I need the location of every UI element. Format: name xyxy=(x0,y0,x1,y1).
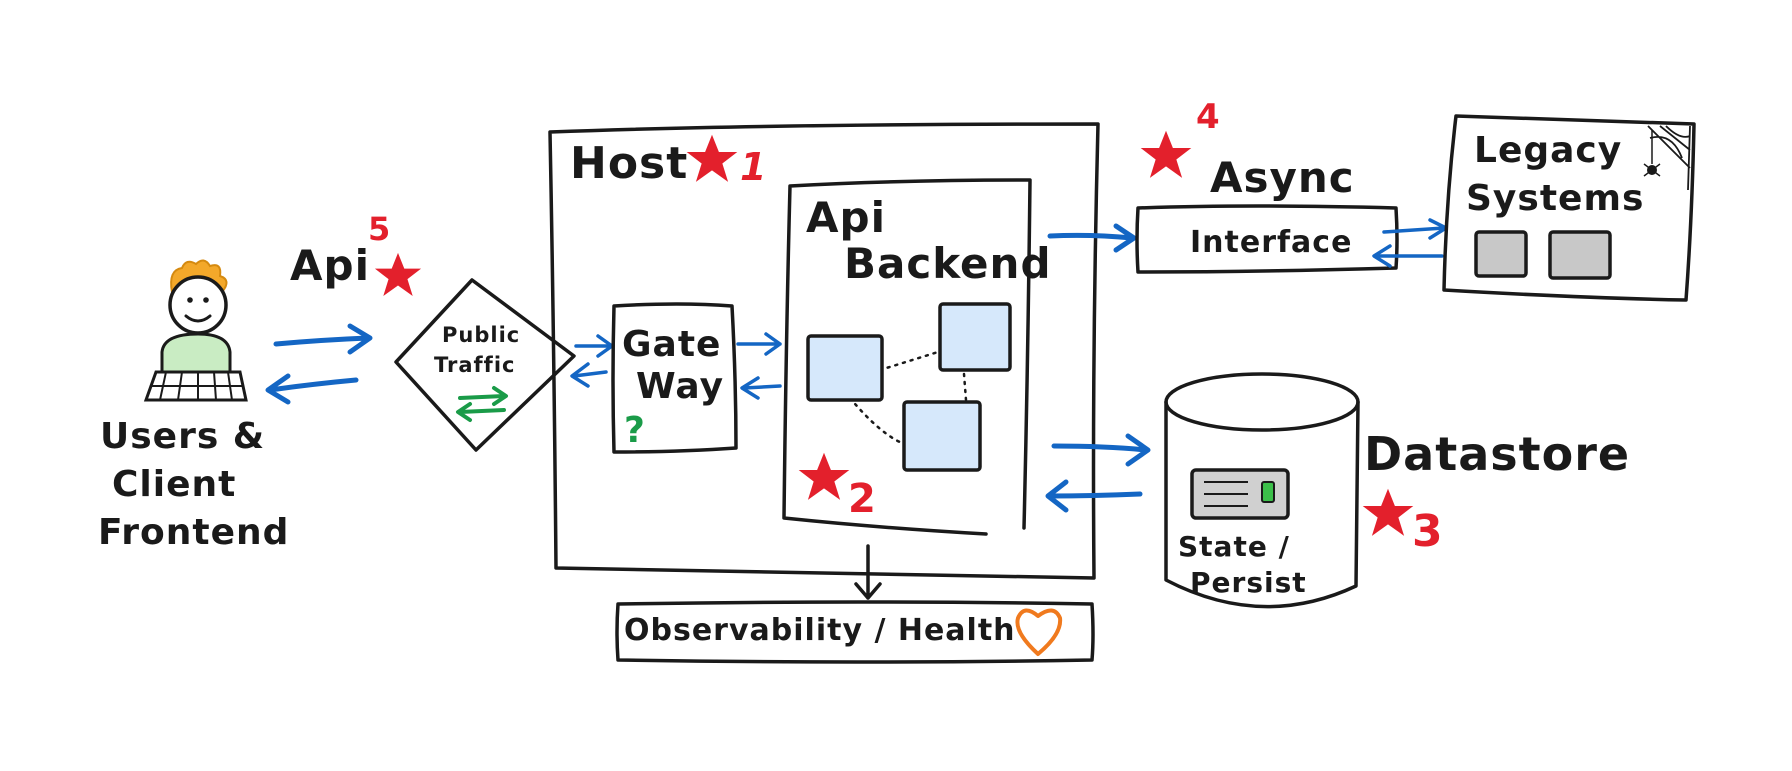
arrow-to-datastore xyxy=(1051,433,1151,467)
traffic-gateway-arrows xyxy=(570,334,614,388)
star-icon xyxy=(1140,130,1192,178)
arrow-to-traffic xyxy=(570,362,608,388)
star-icon xyxy=(686,134,738,182)
cylinder-top xyxy=(1164,372,1360,432)
arrow-to-users xyxy=(265,373,359,405)
datastore-label-line2: Persist xyxy=(1190,566,1307,599)
backend-badge: 2 xyxy=(848,476,877,522)
traffic-diamond xyxy=(394,278,576,452)
async-node: 4 Async Interface xyxy=(1135,97,1399,274)
datastore-badge: 3 xyxy=(1412,506,1444,557)
async-badge: 4 xyxy=(1196,97,1221,137)
backend-box xyxy=(782,178,1032,536)
arrow-to-observability xyxy=(854,544,882,600)
interface-box xyxy=(1135,204,1399,274)
backend-datastore-arrows xyxy=(1045,433,1151,513)
heart-icon xyxy=(1015,608,1063,656)
gateway-label-line1: Gate xyxy=(622,324,721,365)
arrow-to-legacy xyxy=(1382,218,1448,240)
star-icon xyxy=(374,252,422,296)
arrow-to-backend-from-store xyxy=(1045,479,1143,513)
api-badge: 5 xyxy=(368,210,391,248)
person-icon xyxy=(143,259,248,402)
legacy-label-line1: Legacy xyxy=(1474,130,1622,171)
legacy-label-line2: Systems xyxy=(1466,178,1644,219)
swap-arrows-icon xyxy=(456,386,508,422)
service-box-3 xyxy=(902,400,982,472)
arrow-to-public xyxy=(273,323,373,355)
host-box xyxy=(548,122,1100,580)
users-label-line2: Client xyxy=(112,464,236,505)
observability-label: Observability / Health xyxy=(624,613,1016,648)
cobweb-icon xyxy=(1643,125,1691,191)
async-title: Async xyxy=(1210,153,1355,202)
public-traffic-node: Public Traffic xyxy=(394,278,576,452)
disk-icon xyxy=(1190,468,1290,520)
api-label: Api xyxy=(290,241,370,290)
observability-box xyxy=(615,600,1095,664)
users-client-node: Users & Client Frontend xyxy=(98,259,289,553)
gateway-box xyxy=(611,302,738,454)
legacy-module-2 xyxy=(1548,230,1612,280)
datastore-label-line1: State / xyxy=(1178,530,1290,563)
star-icon xyxy=(798,452,850,500)
arrow-to-gateway-back xyxy=(740,376,782,400)
api-backend-node: Api Backend 2 xyxy=(782,178,1052,536)
interface-label: Interface xyxy=(1190,225,1352,260)
arrow-to-interface xyxy=(1372,244,1444,268)
question-icon: ? xyxy=(624,410,646,451)
service-box-2 xyxy=(938,302,1012,372)
star-icon xyxy=(1362,488,1414,536)
users-traffic-arrows xyxy=(265,323,373,405)
arrow-to-gateway xyxy=(574,334,614,358)
legacy-module-1 xyxy=(1474,230,1528,278)
service-cluster xyxy=(806,302,1012,472)
host-title: Host xyxy=(570,138,688,189)
legacy-box xyxy=(1442,114,1696,302)
users-label-line1: Users & xyxy=(100,416,265,457)
service-box-1 xyxy=(806,334,884,402)
users-label-line3: Frontend xyxy=(98,512,289,553)
backend-label-line2: Backend xyxy=(844,239,1052,288)
async-legacy-arrows xyxy=(1372,218,1448,268)
backend-label-line1: Api xyxy=(806,193,886,242)
host-badge: 1 xyxy=(740,145,767,189)
host-container: Host 1 xyxy=(548,122,1100,580)
datastore-title: Datastore xyxy=(1364,427,1630,481)
arrow-to-async xyxy=(1047,223,1137,253)
arrow-to-backend xyxy=(736,332,782,356)
traffic-label-line2: Traffic xyxy=(434,353,515,377)
observability-node: Observability / Health xyxy=(615,600,1095,664)
api-label-group: Api 5 xyxy=(290,210,422,296)
cylinder-body xyxy=(1164,400,1360,609)
traffic-label-line1: Public xyxy=(442,323,520,347)
datastore-node: State / Persist Datastore 3 xyxy=(1164,372,1630,609)
gateway-node: Gate Way ? xyxy=(611,302,738,454)
gateway-backend-arrows xyxy=(736,332,782,400)
gateway-label-line2: Way xyxy=(636,366,724,407)
legacy-node: Legacy Systems xyxy=(1442,114,1696,302)
